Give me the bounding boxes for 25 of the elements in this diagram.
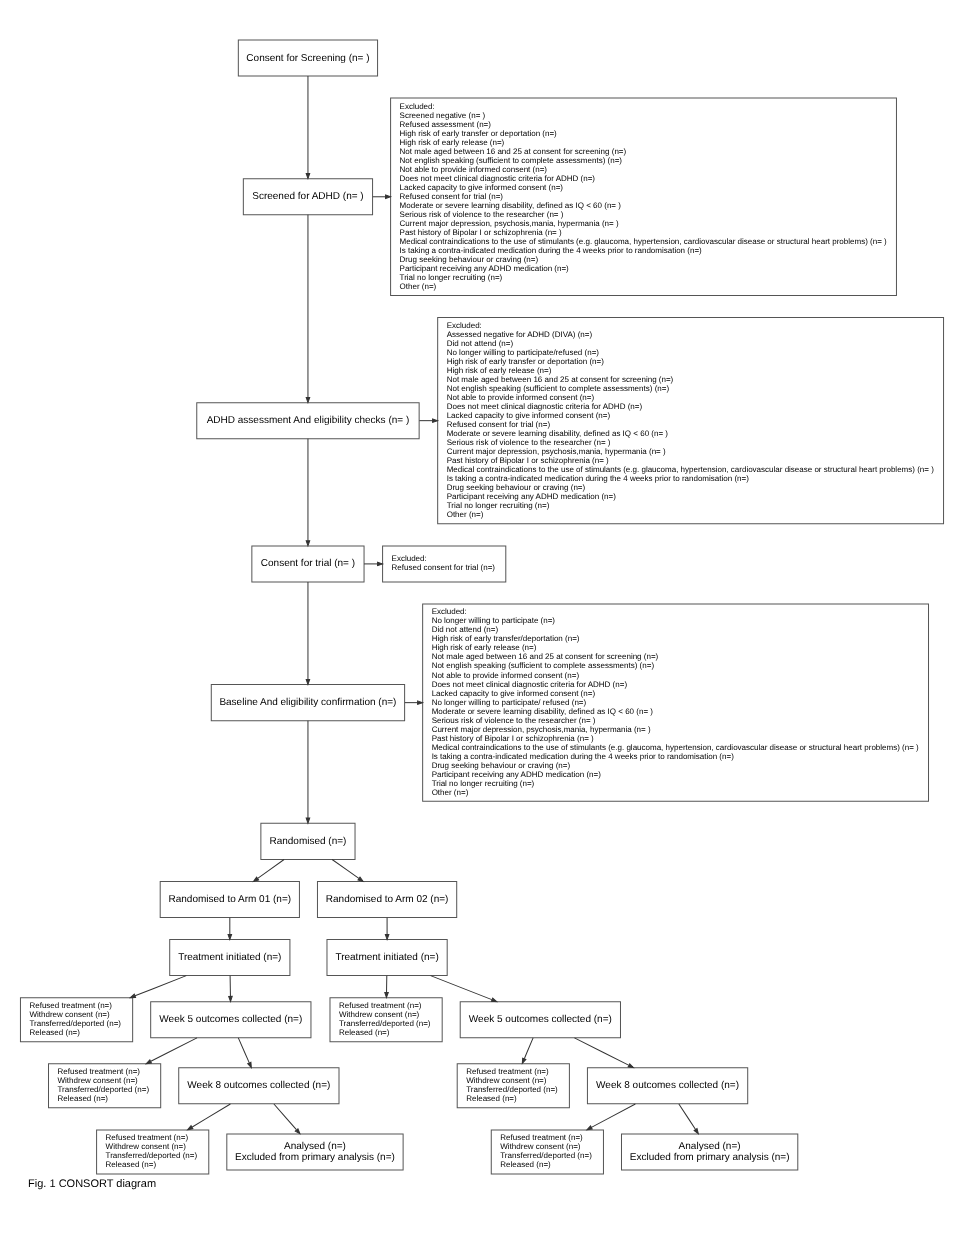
arrow	[384, 917, 390, 941]
arrow	[227, 917, 233, 941]
arrow	[404, 700, 424, 705]
arrow	[384, 975, 389, 998]
arrow	[305, 720, 311, 824]
arrow	[418, 418, 439, 423]
arrow	[430, 975, 498, 1003]
arrow	[521, 1037, 534, 1064]
arrow	[187, 1103, 231, 1131]
arrow	[273, 1103, 301, 1135]
arrow	[145, 1037, 198, 1065]
arrow	[678, 1103, 699, 1135]
arrow	[372, 194, 392, 200]
arrow	[586, 1103, 636, 1131]
arrow	[331, 859, 364, 882]
arrow	[573, 1037, 634, 1069]
arrow	[305, 75, 311, 179]
arrow	[305, 581, 311, 685]
arrow	[305, 214, 311, 404]
arrow	[228, 975, 233, 1002]
arrow	[305, 438, 311, 547]
arrow	[363, 561, 384, 567]
arrow	[253, 859, 285, 882]
arrow	[129, 975, 187, 999]
arrow	[237, 1037, 252, 1069]
